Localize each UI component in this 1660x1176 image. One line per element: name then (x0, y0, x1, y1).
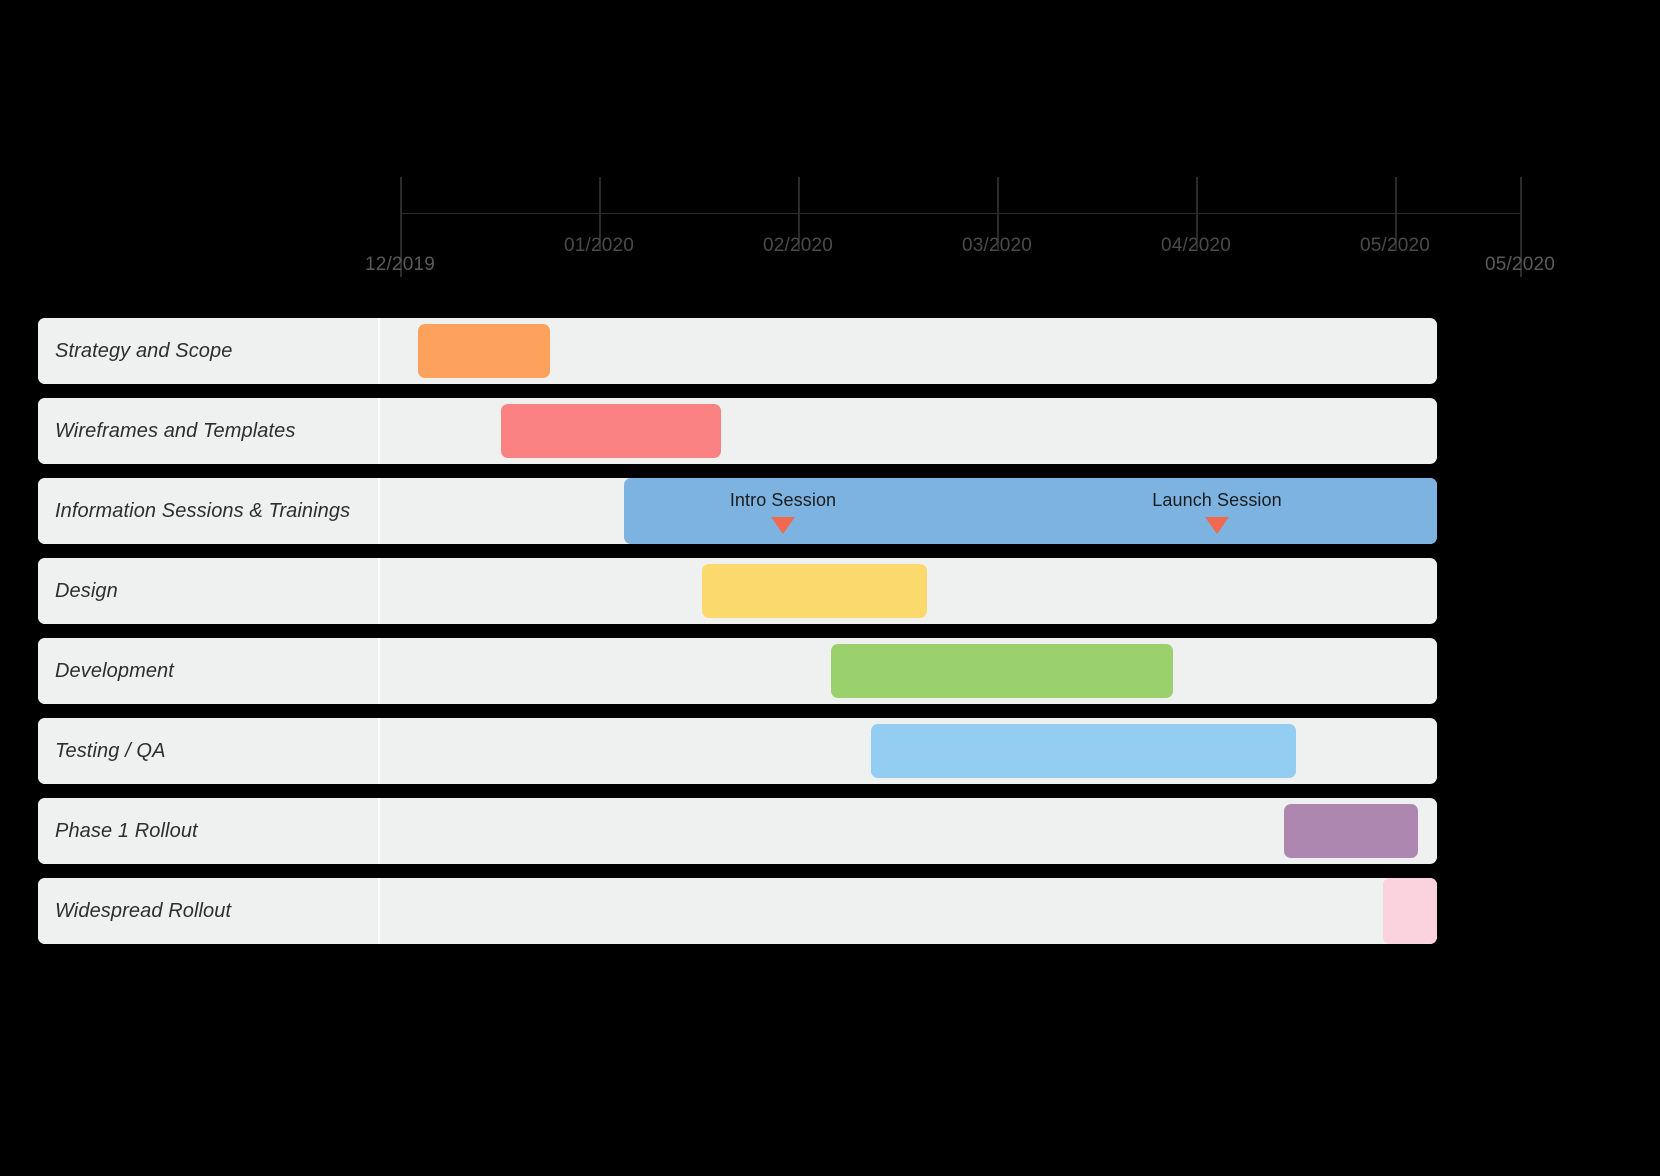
task-bar[interactable]: Intro Session Launch Session (624, 478, 1437, 544)
row-divider (378, 318, 380, 384)
task-label: Development (55, 659, 174, 682)
row-track (378, 398, 1437, 464)
row-divider (378, 558, 380, 624)
row-track (378, 878, 1437, 944)
milestone-triangle-icon (771, 517, 795, 534)
axis-tick-label: 05/2020 (1359, 235, 1431, 256)
task-label: Widespread Rollout (55, 899, 232, 922)
row-track: Intro Session Launch Session (378, 478, 1437, 544)
row-label-cell[interactable]: Testing / QA (38, 718, 378, 784)
row-label-cell[interactable]: Strategy and Scope (38, 318, 378, 384)
row-divider (378, 638, 380, 704)
axis-tick (1196, 177, 1198, 249)
row-label-cell[interactable]: Phase 1 Rollout (38, 798, 378, 864)
row-label-cell[interactable]: Widespread Rollout (38, 878, 378, 944)
gantt-row[interactable]: Information Sessions & Trainings Intro Se… (38, 478, 1437, 544)
gantt-row[interactable]: Development (38, 638, 1437, 704)
gantt-row[interactable]: Testing / QA (38, 718, 1437, 784)
axis-tick (1520, 177, 1522, 277)
row-label-cell[interactable]: Information Sessions & Trainings (38, 478, 378, 544)
task-bar[interactable] (871, 724, 1296, 778)
row-divider (378, 798, 380, 864)
row-divider (378, 398, 380, 464)
milestone[interactable]: Intro Session (673, 478, 893, 544)
gantt-row[interactable]: Wireframes and Templates (38, 398, 1437, 464)
axis-start-label: 12/2019 (364, 254, 436, 275)
timeline-axis: 01/2020 02/2020 03/2020 04/2020 05/2020 12/20… (0, 0, 1660, 300)
row-label-cell[interactable]: Development (38, 638, 378, 704)
task-bar[interactable] (501, 404, 721, 458)
task-label: Strategy and Scope (55, 339, 233, 362)
task-label: Testing / QA (55, 739, 166, 762)
row-divider (378, 878, 380, 944)
axis-end-label: 05/2020 (1484, 254, 1556, 275)
task-bar[interactable] (418, 324, 550, 378)
row-track (378, 318, 1437, 384)
milestone[interactable]: Launch Session (1107, 478, 1327, 544)
row-label-cell[interactable]: Wireframes and Templates (38, 398, 378, 464)
task-label: Information Sessions & Trainings (55, 499, 351, 522)
axis-tick-label: 02/2020 (762, 235, 834, 256)
milestone-triangle-icon (1205, 517, 1229, 534)
task-bar[interactable] (1284, 804, 1418, 858)
gantt-row[interactable]: Phase 1 Rollout (38, 798, 1437, 864)
task-bar[interactable] (1383, 878, 1437, 944)
task-bar[interactable] (702, 564, 927, 618)
axis-line (400, 213, 1520, 214)
milestone-label: Intro Session (729, 490, 837, 510)
axis-tick-label: 03/2020 (961, 235, 1033, 256)
milestone-label: Launch Session (1152, 490, 1282, 510)
row-track (378, 718, 1437, 784)
gantt-row[interactable]: Widespread Rollout (38, 878, 1437, 944)
axis-tick (599, 177, 601, 249)
task-label: Wireframes and Templates (55, 419, 296, 442)
axis-tick (997, 177, 999, 249)
axis-tick (400, 177, 402, 277)
gantt-row[interactable]: Design (38, 558, 1437, 624)
gantt-row[interactable]: Strategy and Scope (38, 318, 1437, 384)
axis-tick (1395, 177, 1397, 249)
axis-tick (798, 177, 800, 249)
row-divider (378, 478, 380, 544)
task-label: Phase 1 Rollout (55, 819, 198, 842)
task-bar[interactable] (831, 644, 1173, 698)
row-label-cell[interactable]: Design (38, 558, 378, 624)
row-track (378, 558, 1437, 624)
row-divider (378, 718, 380, 784)
row-track (378, 638, 1437, 704)
axis-tick-label: 01/2020 (563, 235, 635, 256)
axis-tick-label: 04/2020 (1160, 235, 1232, 256)
task-label: Design (55, 579, 118, 602)
row-track (378, 798, 1437, 864)
